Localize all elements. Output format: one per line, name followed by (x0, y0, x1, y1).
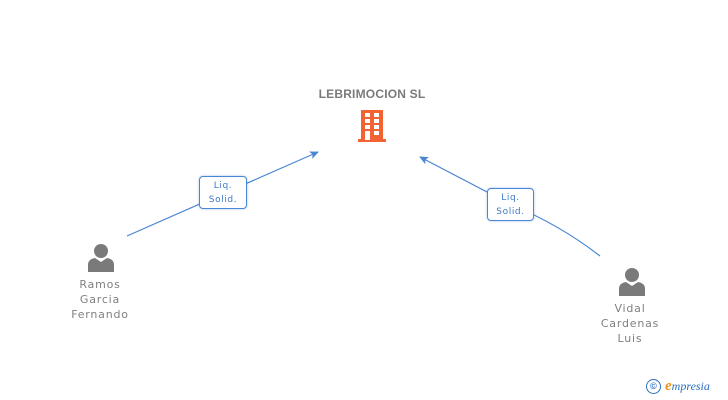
brand-logo[interactable]: empresia (665, 378, 710, 395)
brand-rest: mpresia (671, 378, 710, 393)
brand-initial: e (665, 377, 672, 394)
name-line: Ramos (79, 278, 121, 291)
label-line: Liq. (213, 181, 233, 191)
company-name[interactable]: LEBRIMOCION SL (318, 87, 426, 101)
edge-label-ramos[interactable]: Liq. Solid. (199, 176, 247, 209)
person-icon[interactable] (617, 266, 647, 296)
name-line: Garcia (79, 293, 121, 306)
name-line: Vidal (614, 302, 646, 315)
person-name-ramos[interactable]: Ramos Garcia Fernando (55, 277, 145, 322)
copyright-icon: © (646, 378, 661, 394)
name-line: Fernando (71, 308, 129, 321)
name-line: Cardenas (600, 317, 660, 330)
label-line: Liq. (501, 193, 520, 203)
building-icon[interactable] (356, 108, 388, 142)
person-name-vidal[interactable]: Vidal Cardenas Luis (585, 301, 675, 346)
name-line: Luis (617, 332, 643, 345)
footer-brand: © empresia (646, 374, 728, 398)
label-line: Solid. (496, 207, 525, 217)
edge-label-vidal[interactable]: Liq. Solid. (487, 188, 534, 221)
label-line: Solid. (208, 195, 238, 205)
person-icon[interactable] (86, 242, 116, 272)
